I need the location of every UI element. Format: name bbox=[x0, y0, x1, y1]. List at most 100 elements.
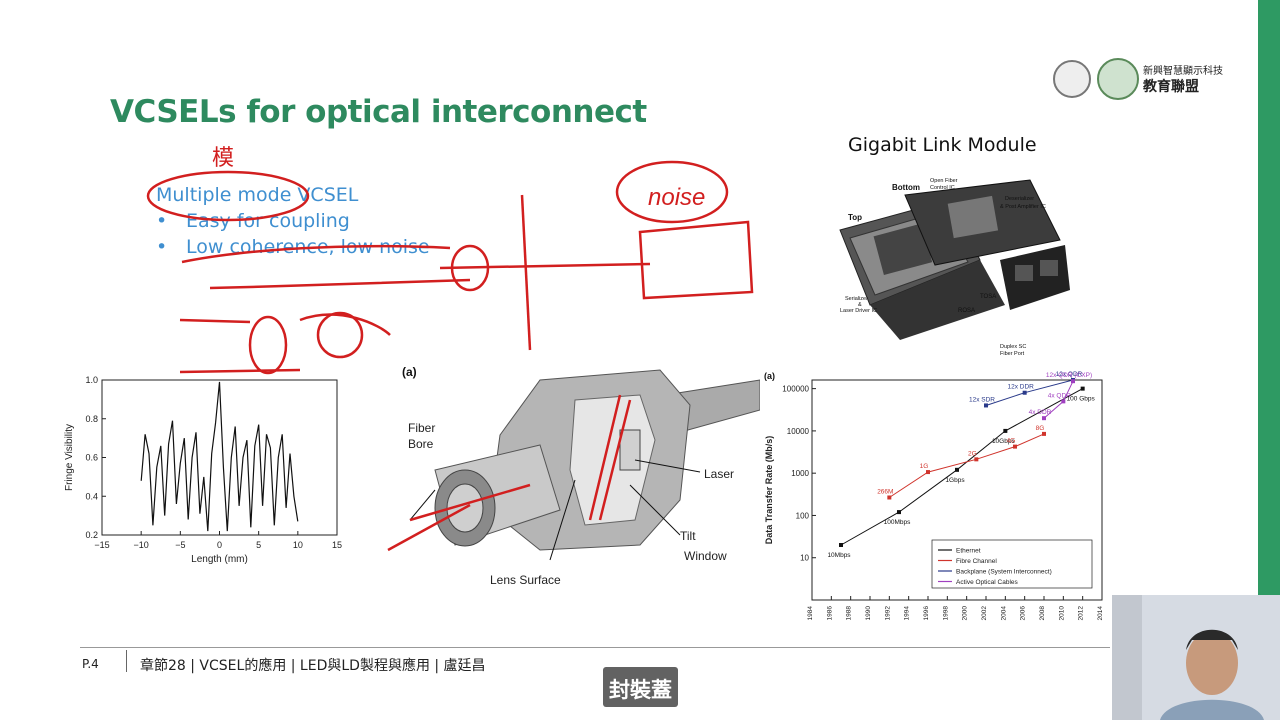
chart2-xtick-label: 2004 bbox=[1000, 606, 1007, 621]
chart2-point bbox=[1013, 444, 1017, 449]
chart2-point-label: 1Gbps bbox=[945, 477, 965, 484]
chart1-ytick-label: 0.8 bbox=[85, 414, 98, 424]
chart2-ytick-label: 100000 bbox=[782, 385, 809, 394]
label-duplex1: Duplex SC bbox=[1000, 344, 1026, 350]
chart2-point bbox=[1071, 379, 1075, 384]
chart2-xtick-label: 1992 bbox=[884, 606, 891, 621]
chart2-point-label: 2G bbox=[968, 450, 977, 457]
chart2-point-label: 10Gbps bbox=[992, 438, 1016, 445]
label-bottom: Bottom bbox=[892, 183, 920, 192]
logo-text-line1: 新興智慧顯示科技 bbox=[1143, 66, 1223, 77]
chart2-point-label: 12x QDR bbox=[1056, 371, 1083, 378]
chart2-ytick-label: 10 bbox=[800, 554, 809, 563]
footer-page-number: P.4 bbox=[82, 657, 99, 671]
chart2-legend-label: Active Optical Cables bbox=[956, 579, 1019, 586]
caption-box: 封裝蓋 bbox=[603, 667, 678, 707]
chart1-xtick-label: −10 bbox=[134, 540, 149, 550]
chart1-xtick-label: −15 bbox=[94, 540, 109, 550]
label-rosa: ROSA bbox=[958, 308, 975, 314]
chart2-point bbox=[897, 510, 901, 515]
chart2-point bbox=[984, 403, 988, 408]
chart2-legend-label: Ethernet bbox=[956, 548, 981, 555]
chart1-ytick-label: 0.2 bbox=[85, 530, 98, 540]
chart1-xtick-label: −5 bbox=[175, 540, 185, 550]
footer-divider bbox=[80, 647, 1110, 648]
label-laser-driver: Laser Driver IC bbox=[840, 308, 877, 314]
chart2-xtick-label: 2012 bbox=[1078, 606, 1085, 621]
chart2-point-label: 4x DDR bbox=[1029, 409, 1052, 416]
label-tosa: TOSA bbox=[980, 294, 996, 300]
label-post-amp: & Post Amplifier IC bbox=[1000, 204, 1046, 210]
chart1-xtick-label: 15 bbox=[332, 540, 342, 550]
footer-course-info: 章節28 | VCSEL的應用 | LED與LD製程與應用 | 盧廷昌 bbox=[140, 658, 486, 674]
chart2-point-label: 4G bbox=[1007, 438, 1016, 445]
label-amp: & bbox=[858, 302, 862, 308]
chart2-point bbox=[1022, 390, 1027, 395]
lens-cross-section-diagram: (a) Fiber Bore Laser Tilt Window Lens Su… bbox=[402, 365, 760, 587]
label-open-fiber: Open Fiber bbox=[930, 178, 958, 184]
chart1-ylabel: Fringe Visibility bbox=[64, 424, 75, 491]
annotation-char: 模 bbox=[212, 145, 234, 170]
chart2-xtick-label: 1990 bbox=[865, 606, 872, 621]
chart1-xtick-label: 5 bbox=[256, 540, 261, 550]
chart2-ytick-label: 10000 bbox=[787, 427, 810, 436]
chart2-legend-label: Backplane (System Interconnect) bbox=[956, 569, 1052, 576]
chart2-point bbox=[1042, 431, 1046, 436]
chart2-xtick-label: 1984 bbox=[807, 606, 814, 621]
chart2-xtick-label: 2000 bbox=[962, 606, 969, 621]
chart2-point-label: 8G bbox=[1036, 425, 1045, 432]
chart2-ytick-label: 100 bbox=[796, 511, 810, 520]
chart1-xtick-label: 10 bbox=[293, 540, 303, 550]
chart2-point bbox=[926, 470, 930, 475]
chart2-xtick-label: 1988 bbox=[846, 606, 853, 621]
chart2-frame bbox=[811, 379, 1103, 601]
label-lens-surface: Lens Surface bbox=[490, 573, 561, 587]
chart1-xlabel: Length (mm) bbox=[191, 554, 248, 565]
chart1-ytick-label: 1.0 bbox=[85, 375, 98, 385]
chart2-title: (a) bbox=[764, 371, 775, 381]
chart2-legend-label: Fibre Channel bbox=[956, 558, 997, 565]
chart1-series-line bbox=[140, 381, 299, 532]
footer-separator bbox=[126, 650, 127, 672]
chart2-point bbox=[1061, 399, 1066, 404]
right-accent-bar bbox=[1258, 0, 1280, 600]
label-fiber: Fiber bbox=[408, 421, 435, 435]
chart2-ylabel: Data Transfer Rate (Mb/s) bbox=[764, 436, 774, 545]
chart2-xtick-label: 2014 bbox=[1097, 606, 1104, 621]
chart2-point bbox=[1003, 428, 1008, 433]
gigabit-module-image: Bottom Top Open Fiber Control IC Deseria… bbox=[839, 178, 1070, 357]
chart2-point-label: 1G bbox=[920, 463, 929, 470]
chart2-point-label: 100Mbps bbox=[884, 519, 911, 526]
chart2-point-label: 100 Gbps bbox=[1067, 396, 1096, 403]
chart2-point bbox=[887, 495, 892, 500]
gigabit-title: Gigabit Link Module bbox=[848, 134, 1037, 156]
chart2-xtick-label: 2010 bbox=[1058, 606, 1065, 621]
presenter-webcam bbox=[1112, 595, 1280, 720]
chart2-xtick-label: 1998 bbox=[942, 606, 949, 621]
chart2-xtick-label: 2002 bbox=[981, 606, 988, 621]
chart2-xtick-label: 1986 bbox=[826, 606, 833, 621]
chart2-point-label: 4x QDR bbox=[1048, 392, 1071, 399]
chart2-point bbox=[839, 543, 843, 547]
label-control-ic: Control IC bbox=[930, 185, 955, 191]
slide-title: VCSELs for optical interconnect bbox=[110, 94, 647, 130]
diagram-label-a: (a) bbox=[402, 365, 417, 379]
chart2-point-label: 12x DDR bbox=[1007, 384, 1034, 391]
bullet-sub-1: Easy for coupling bbox=[156, 210, 430, 232]
annotation-noise: noise bbox=[648, 184, 705, 211]
alliance-logo: 新興智慧顯示科技 教育聯盟 bbox=[1053, 58, 1223, 100]
chart2-legend bbox=[931, 539, 1093, 589]
chart1-ytick-label: 0.6 bbox=[85, 453, 98, 463]
chart1-xtick-label: 0 bbox=[217, 540, 222, 550]
ministry-seal-icon bbox=[1097, 58, 1139, 100]
label-laser: Laser bbox=[704, 467, 734, 481]
chart2-point-label: 10Mbps bbox=[827, 552, 851, 559]
chart2-point-label: 12x SDR bbox=[969, 396, 995, 403]
chart2-point bbox=[1042, 416, 1046, 421]
chart2-xtick-label: 2006 bbox=[1020, 606, 1027, 621]
label-bore: Bore bbox=[408, 437, 434, 451]
